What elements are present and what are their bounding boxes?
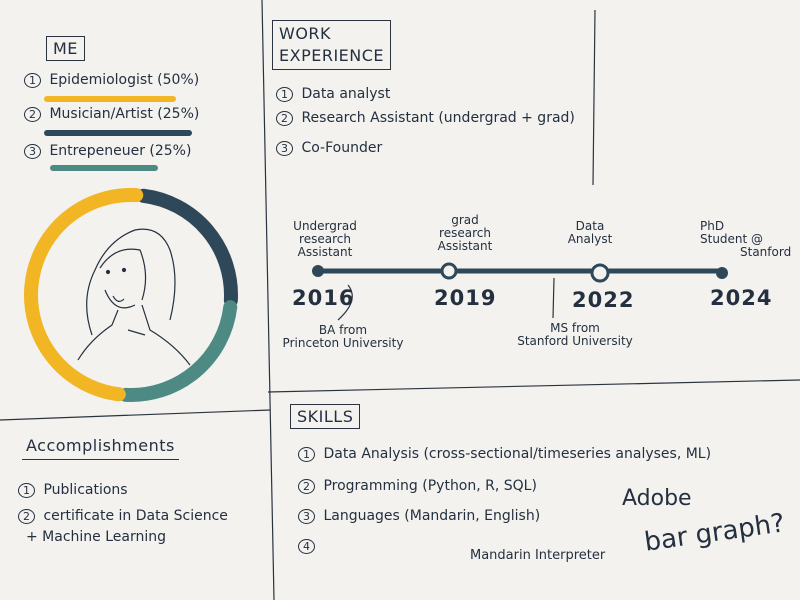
timeline-node-2019 [440, 262, 458, 280]
me-item-3: 3 Entrepeneuer (25%) [24, 143, 191, 159]
donut-segment-entrepeneuer [118, 300, 238, 402]
me-title: ME [46, 36, 85, 61]
donut-segment-musician-artist [136, 188, 238, 308]
work-item-2: 2 Research Assistant (undergrad + grad) [276, 110, 575, 126]
timeline-connector-ms [552, 277, 555, 319]
timeline-connector-ba [337, 284, 353, 321]
timeline-node-2024 [716, 267, 728, 279]
accomplishments-title: Accomplishments [22, 436, 179, 460]
timeline-label-undergrad: Undergrad research Assistant [293, 219, 357, 259]
timeline-year-2024: 2024 [710, 286, 773, 310]
timeline-year-2016: 2016 [292, 286, 355, 310]
timeline-year-2022: 2022 [572, 288, 635, 312]
skills-title: SKILLS [290, 404, 361, 429]
me-item-1: 1 Epidemiologist (50%) [24, 72, 199, 88]
timeline-label-data-analyst: Data Analyst [567, 219, 613, 246]
timeline-node-2022 [590, 263, 610, 283]
timeline-label-ms: MS from Stanford University [517, 321, 633, 348]
skills-item-2: 2 Programming (Python, R, SQL) [298, 478, 537, 494]
me-item-2: 2 Musician/Artist (25%) [24, 106, 199, 122]
timeline-label-phd: PhD Student @ Stanford [700, 219, 792, 259]
work-item-3: 3 Co-Founder [276, 140, 382, 156]
timeline-node-2016 [312, 265, 324, 277]
timeline-label-ba: BA from Princeton University [282, 323, 404, 350]
work-item-1: 1 Data analyst [276, 86, 390, 102]
skills-item-1: 1 Data Analysis (cross-sectional/timeser… [298, 446, 711, 462]
portrait-sketch [77, 228, 191, 366]
skills-item-4: 4 [298, 538, 319, 554]
me-underline-1 [44, 96, 176, 102]
me-underline-3 [50, 165, 158, 171]
donut-segment-epidemiologist [24, 188, 144, 402]
skills-note-adobe: Adobe [622, 486, 692, 511]
me-underline-2 [44, 130, 192, 136]
work-title: WORK EXPERIENCE [272, 20, 392, 70]
skills-item-3: 3 Languages (Mandarin, English) [298, 508, 540, 524]
accomplishments-item-1: 1 Publications [18, 482, 128, 498]
timeline-year-2019: 2019 [434, 286, 497, 310]
accomplishments-item-2: 2 certificate in Data Science + Machine … [18, 506, 228, 547]
skills-note-interpreter: Mandarin Interpreter [470, 548, 606, 563]
timeline-label-grad: grad research Assistant [437, 213, 493, 253]
